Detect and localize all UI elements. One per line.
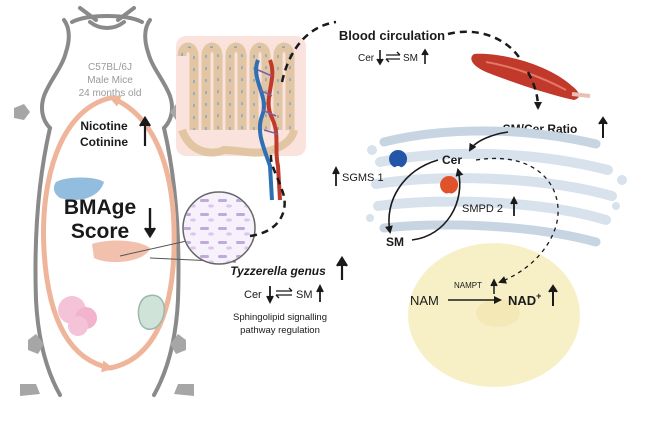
score-label: Score: [71, 220, 129, 243]
brain-shape: [58, 296, 97, 336]
mouse-age-label: 24 months old: [79, 88, 142, 99]
tyzzerella-up-arrow: [336, 255, 348, 280]
bmage-label: BMAge: [64, 196, 136, 219]
blood-cer-down-arrow: [376, 50, 384, 66]
nicotine-up-arrow: [139, 115, 151, 146]
nampt-up-arrow: [490, 278, 498, 294]
golgi-apparatus: [366, 126, 627, 247]
nam-label: NAM: [410, 293, 439, 308]
tyzzerella-label: Tyzzerella genus: [230, 264, 326, 278]
mouse-outline: [33, 6, 181, 397]
cer-to-nampt-dashed: [475, 157, 559, 284]
bmage-down-arrow: [143, 208, 157, 239]
sm-to-cer-arrow: [411, 168, 464, 241]
ratio-up-arrow: [598, 116, 608, 138]
gut-sm-up-arrow: [316, 283, 324, 302]
blood-to-muscle-dashed: [447, 30, 524, 63]
nucleolus: [476, 299, 520, 327]
bladder-shape: [137, 294, 166, 330]
cer-to-sm-arrow: [384, 159, 439, 234]
smpd2-up-arrow: [510, 195, 518, 216]
gut-equilibrium-icon: [275, 287, 293, 299]
gut-cer-down-arrow: [266, 286, 274, 305]
intestinal-villi: [176, 36, 306, 201]
blood-cer-label: Cer: [358, 53, 375, 64]
smpd2-label: SMPD 2: [462, 203, 503, 215]
smpd2-enzyme-icon: [440, 176, 459, 197]
pathway-line-2: pathway regulation: [240, 325, 320, 336]
sgms1-enzyme-icon: [389, 150, 408, 170]
nicotine-label: Nicotine: [80, 119, 128, 133]
gut-cer-label: Cer: [244, 289, 262, 301]
blood-sm-label: SM: [403, 53, 418, 64]
blood-sm-up-arrow: [421, 48, 429, 64]
cell-cer-label: Cer: [442, 153, 462, 167]
mouse-strain-label: C57BL/6J: [88, 62, 132, 73]
muscle-to-ratio-dashed: [526, 71, 542, 110]
skeletal-muscle-icon: [471, 53, 591, 100]
sgms1-up-arrow: [332, 165, 340, 186]
villi-to-blood-dashed: [280, 20, 337, 83]
blood-circulation-title: Blood circulation: [339, 28, 445, 43]
pathway-line-1: Sphingolipid signalling: [233, 312, 327, 323]
nampt-label: NAMPT: [454, 281, 482, 290]
nad-superscript: +: [536, 291, 541, 301]
ratio-to-cer-arrow: [468, 131, 509, 152]
liver-shape: [53, 177, 104, 201]
sgms1-label: SGMS 1: [342, 172, 384, 184]
gut-sm-label: SM: [296, 289, 313, 301]
gut-segment: [92, 240, 150, 263]
cell-sm-label: SM: [386, 235, 404, 249]
blood-equilibrium-icon: [385, 51, 401, 63]
cotinine-label: Cotinine: [80, 135, 128, 149]
nad-label: NAD+: [508, 291, 541, 308]
nad-up-arrow: [548, 284, 558, 306]
mouse-circulation-loop: [41, 95, 177, 373]
mouse-sex-label: Male Mice: [87, 75, 133, 86]
gut-to-villi-dashed: [249, 149, 286, 238]
